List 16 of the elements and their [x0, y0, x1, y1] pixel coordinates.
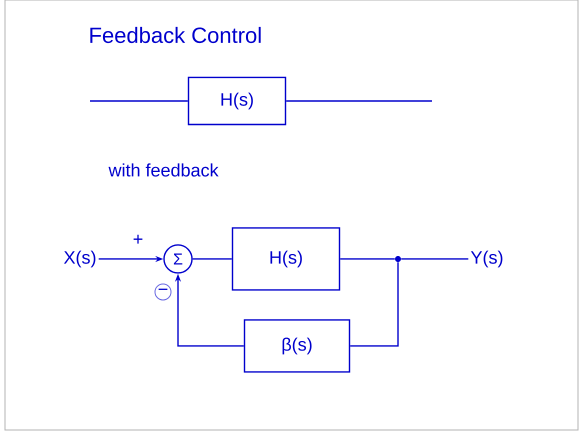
output-label: Y(s) — [470, 250, 502, 268]
connector-line — [192, 258, 232, 260]
connector-line — [401, 258, 468, 260]
transfer-function-box: H(s) — [188, 76, 286, 126]
connector-line — [340, 258, 395, 260]
title: Feedback Control — [90, 26, 261, 44]
input-label: X(s) — [64, 250, 96, 268]
connector-line — [350, 262, 399, 347]
transfer-function-box: H(s) — [232, 227, 340, 291]
feedback-box: β(s) — [244, 319, 350, 373]
section-heading: with feedback — [108, 163, 219, 177]
connector-line — [286, 100, 432, 102]
edge-label: − — [158, 288, 168, 290]
edge-label: + — [134, 234, 142, 244]
summing-junction: Σ — [163, 244, 193, 274]
connector-line — [90, 100, 188, 102]
